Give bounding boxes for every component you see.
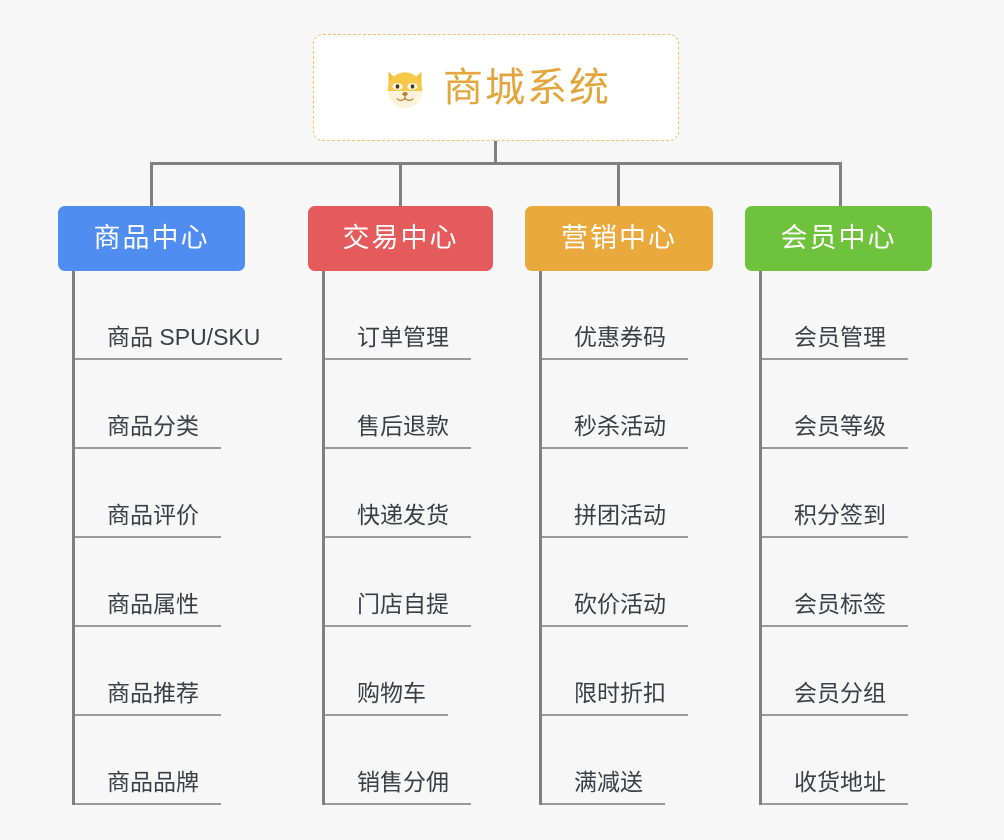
list-item[interactable]: 满减送 xyxy=(539,716,713,805)
leaf-label: 满减送 xyxy=(542,771,665,805)
branch-spine xyxy=(539,271,542,805)
leaf-label: 快递发货 xyxy=(325,504,471,538)
leaf-label: 会员管理 xyxy=(762,326,908,360)
leaf-label: 商品品牌 xyxy=(75,771,221,805)
leaf-list-product-center: 商品 SPU/SKU 商品分类 商品评价 商品属性 商品推荐 商品品牌 xyxy=(72,271,283,805)
branch-header-product-center[interactable]: 商品中心 xyxy=(58,206,245,271)
branch-header-label: 营销中心 xyxy=(561,223,677,253)
leaf-label: 购物车 xyxy=(325,682,448,716)
connector-horizontal-bus xyxy=(150,162,842,165)
connector-root-stem xyxy=(494,141,497,164)
leaf-list-marketing-center: 优惠券码 秒杀活动 拼团活动 砍价活动 限时折扣 满减送 xyxy=(539,271,713,805)
list-item[interactable]: 会员等级 xyxy=(759,360,932,449)
list-item[interactable]: 砍价活动 xyxy=(539,538,713,627)
connector-drop-3 xyxy=(617,162,620,206)
branch-trade-center: 交易中心 订单管理 售后退款 快递发货 门店自提 购物车 销售分佣 xyxy=(308,206,493,805)
leaf-label: 门店自提 xyxy=(325,593,471,627)
leaf-label: 商品评价 xyxy=(75,504,221,538)
leaf-label: 积分签到 xyxy=(762,504,908,538)
leaf-label: 优惠券码 xyxy=(542,326,688,360)
branch-member-center: 会员中心 会员管理 会员等级 积分签到 会员标签 会员分组 收货地址 xyxy=(745,206,932,805)
leaf-label: 会员分组 xyxy=(762,682,908,716)
branch-header-member-center[interactable]: 会员中心 xyxy=(745,206,932,271)
shiba-dog-face-icon xyxy=(387,71,423,108)
list-item[interactable]: 商品属性 xyxy=(72,538,282,627)
leaf-label: 秒杀活动 xyxy=(542,415,688,449)
leaf-label: 售后退款 xyxy=(325,415,471,449)
leaf-label: 商品 SPU/SKU xyxy=(75,326,283,360)
list-item[interactable]: 秒杀活动 xyxy=(539,360,713,449)
branch-marketing-center: 营销中心 优惠券码 秒杀活动 拼团活动 砍价活动 限时折扣 满减送 xyxy=(525,206,713,805)
branch-header-marketing-center[interactable]: 营销中心 xyxy=(525,206,713,271)
connector-drop-4 xyxy=(839,162,842,206)
list-item[interactable]: 购物车 xyxy=(322,627,493,716)
leaf-list-member-center: 会员管理 会员等级 积分签到 会员标签 会员分组 收货地址 xyxy=(759,271,932,805)
branch-header-trade-center[interactable]: 交易中心 xyxy=(308,206,493,271)
leaf-label: 商品分类 xyxy=(75,415,221,449)
list-item[interactable]: 商品 SPU/SKU xyxy=(72,271,283,360)
branch-spine xyxy=(759,271,762,805)
list-item[interactable]: 商品推荐 xyxy=(72,627,282,716)
list-item[interactable]: 会员管理 xyxy=(759,271,932,360)
list-item[interactable]: 优惠券码 xyxy=(539,271,713,360)
list-item[interactable]: 商品品牌 xyxy=(72,716,282,805)
branch-header-label: 交易中心 xyxy=(342,223,459,253)
list-item[interactable]: 售后退款 xyxy=(322,360,493,449)
leaf-list-trade-center: 订单管理 售后退款 快递发货 门店自提 购物车 销售分佣 xyxy=(322,271,493,805)
leaf-label: 商品属性 xyxy=(75,593,221,627)
leaf-label: 会员等级 xyxy=(762,415,908,449)
list-item[interactable]: 会员标签 xyxy=(759,538,932,627)
branch-spine xyxy=(322,271,325,805)
leaf-label: 商品推荐 xyxy=(75,682,221,716)
list-item[interactable]: 门店自提 xyxy=(322,538,493,627)
branch-header-label: 会员中心 xyxy=(780,223,897,253)
connector-drop-1 xyxy=(150,162,153,206)
branch-product-center: 商品中心 商品 SPU/SKU 商品分类 商品评价 商品属性 商品推荐 商品品牌 xyxy=(58,206,283,805)
leaf-label: 拼团活动 xyxy=(542,504,688,538)
leaf-label: 订单管理 xyxy=(325,326,471,360)
branch-spine xyxy=(72,271,75,805)
list-item[interactable]: 收货地址 xyxy=(759,716,932,805)
list-item[interactable]: 拼团活动 xyxy=(539,449,713,538)
branch-header-label: 商品中心 xyxy=(93,223,210,253)
root-title: 商城系统 xyxy=(443,65,611,110)
list-item[interactable]: 商品评价 xyxy=(72,449,282,538)
leaf-label: 砍价活动 xyxy=(542,593,688,627)
list-item[interactable]: 快递发货 xyxy=(322,449,493,538)
list-item[interactable]: 积分签到 xyxy=(759,449,932,538)
leaf-label: 限时折扣 xyxy=(542,682,688,716)
list-item[interactable]: 销售分佣 xyxy=(322,716,493,805)
root-node[interactable]: 商城系统 xyxy=(313,34,679,141)
list-item[interactable]: 限时折扣 xyxy=(539,627,713,716)
leaf-label: 收货地址 xyxy=(762,771,908,805)
leaf-label: 会员标签 xyxy=(762,593,908,627)
list-item[interactable]: 会员分组 xyxy=(759,627,932,716)
leaf-label: 销售分佣 xyxy=(325,771,471,805)
list-item[interactable]: 订单管理 xyxy=(322,271,493,360)
list-item[interactable]: 商品分类 xyxy=(72,360,282,449)
connector-drop-2 xyxy=(399,162,402,206)
